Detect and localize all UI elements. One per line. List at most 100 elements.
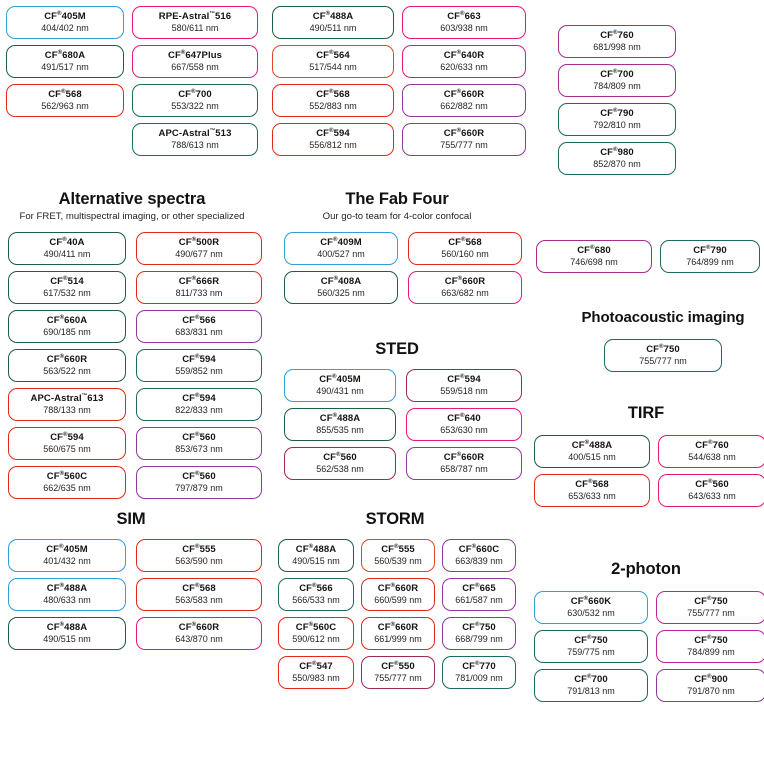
dye-spectra: 643/870 nm	[175, 634, 223, 645]
dye-name: CF®700	[600, 68, 634, 81]
dye-spectra: 550/983 nm	[292, 673, 340, 684]
dye-spectra: 663/682 nm	[441, 288, 489, 299]
dye-spectra: 781/009 nm	[455, 673, 503, 684]
dye-name: CF®488A	[295, 544, 337, 556]
dye-name: CF®560C	[46, 470, 88, 482]
dye-spectra: 788/613 nm	[171, 140, 219, 151]
section-subtitle: For FRET, multispectral imaging, or othe…	[19, 211, 245, 222]
dye-name: CF®660R	[443, 88, 485, 101]
dye-name: CF®488A	[46, 582, 88, 595]
dye-spectra: 620/633 nm	[440, 62, 488, 73]
dye-spectra: 400/527 nm	[317, 249, 365, 260]
dye-spectra: 552/883 nm	[309, 101, 357, 112]
dye-spectra: 643/633 nm	[688, 491, 736, 502]
dye-name: CF®594	[50, 431, 84, 443]
dye-name: CF®488A	[312, 11, 354, 23]
dye-spectra: 755/777 nm	[639, 356, 687, 367]
dye-spectra: 663/839 nm	[455, 556, 503, 567]
dye-spectra: 562/963 nm	[41, 101, 89, 112]
dye-name: CF®409M	[320, 237, 362, 249]
dye-name: CF®566	[182, 314, 216, 327]
dye-name: CF®900	[694, 673, 728, 686]
